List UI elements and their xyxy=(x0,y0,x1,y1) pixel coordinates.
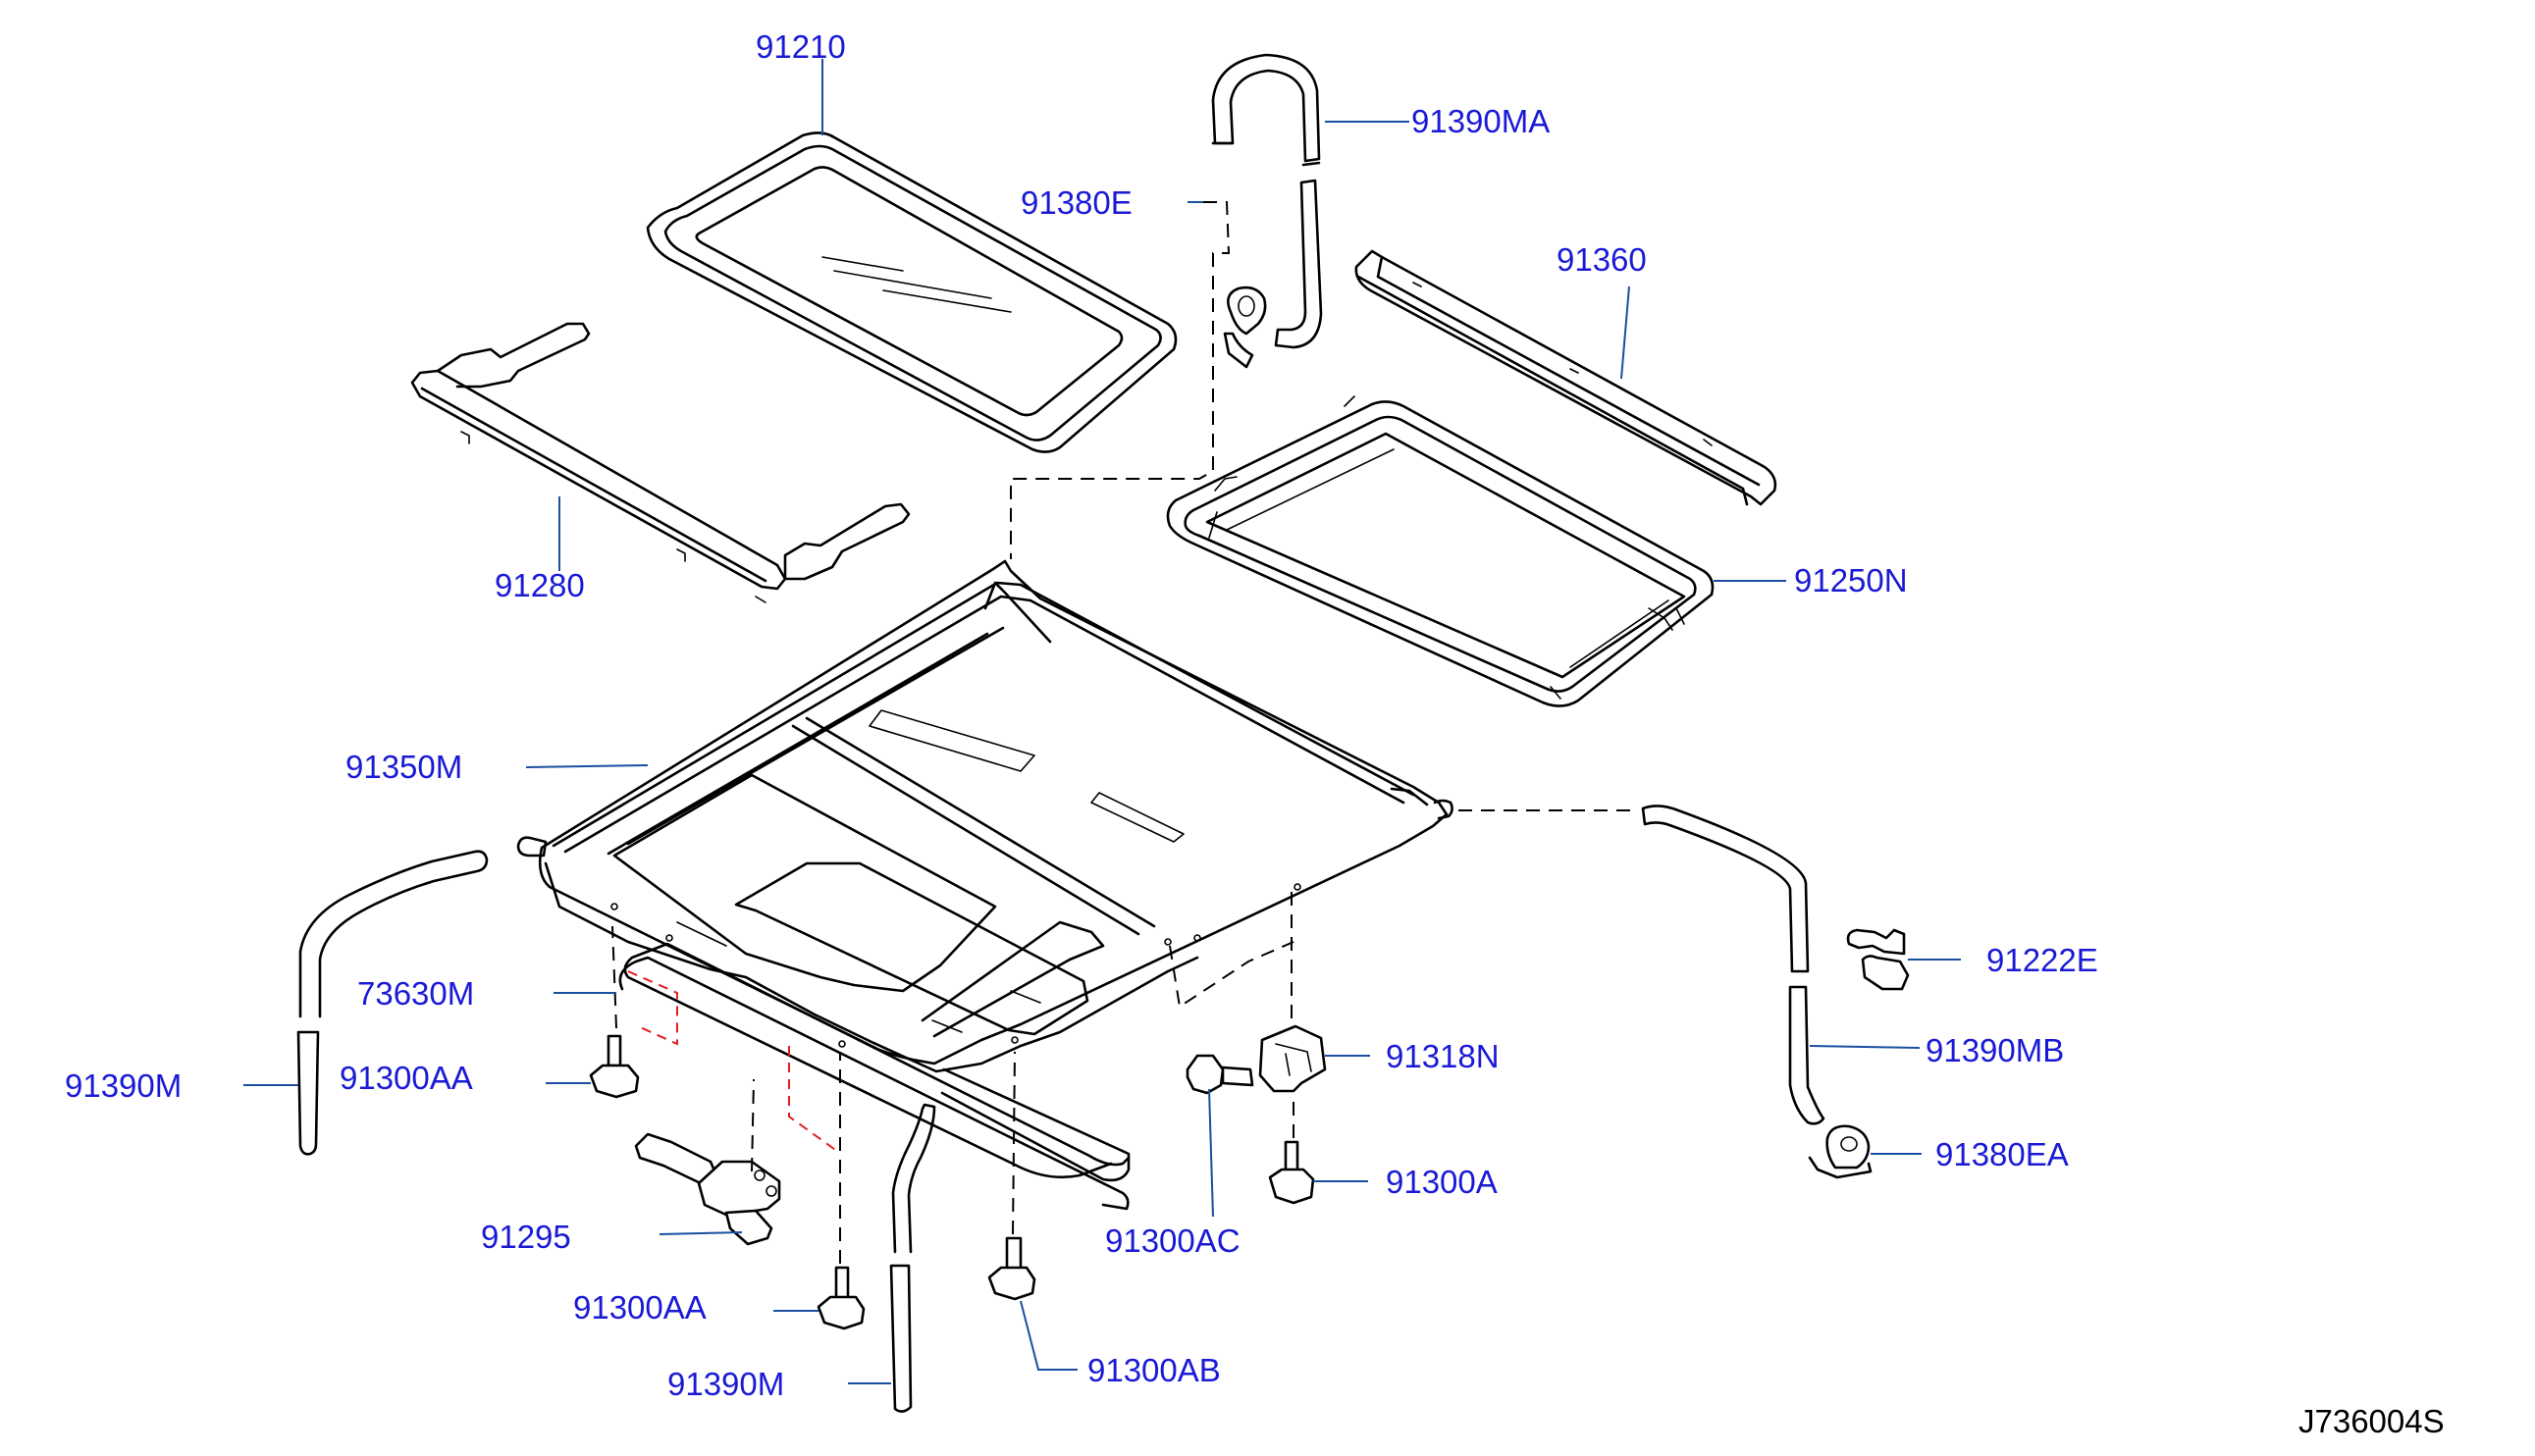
label-91300A: 91300A xyxy=(1386,1164,1498,1200)
part-91250N-inner-frame xyxy=(1166,395,1715,707)
part-91390MB-right-hose xyxy=(1641,805,1825,1125)
part-91222E-clip xyxy=(1846,928,1910,991)
label-91380EA: 91380EA xyxy=(1935,1136,2069,1172)
label-91390M-left: 91390M xyxy=(65,1067,182,1104)
label-91280: 91280 xyxy=(495,567,585,603)
label-91300AA-lower: 91300AA xyxy=(573,1289,707,1326)
label-91350M: 91350M xyxy=(345,749,462,785)
part-number-labels: 91210 91390MA 91380E 91360 91280 91250N … xyxy=(65,28,2445,1439)
part-91390MA-drain-hose xyxy=(1211,53,1323,349)
label-91318N: 91318N xyxy=(1386,1038,1500,1074)
label-91250N: 91250N xyxy=(1794,562,1908,598)
label-91390MB: 91390MB xyxy=(1926,1032,2064,1068)
label-91300AC: 91300AC xyxy=(1105,1222,1241,1259)
part-91390M-lower-hose xyxy=(889,1103,936,1413)
label-91380E: 91380E xyxy=(1021,184,1133,221)
part-91300AB-bolt xyxy=(987,1236,1036,1301)
label-91390M-lower: 91390M xyxy=(667,1366,784,1402)
part-91390M-left-hose xyxy=(296,850,489,1156)
part-91300AA-upper-bolt xyxy=(589,1034,640,1099)
label-91295: 91295 xyxy=(481,1219,571,1255)
part-73630M-bracket xyxy=(618,956,1130,1211)
label-91390MA: 91390MA xyxy=(1411,103,1550,139)
label-91300AB: 91300AB xyxy=(1087,1352,1221,1388)
part-91295-motor xyxy=(634,1132,781,1246)
leader-lines xyxy=(243,59,1961,1384)
label-91210: 91210 xyxy=(756,28,846,65)
part-91300A-bolt xyxy=(1268,1140,1315,1205)
part-91280-sunshade xyxy=(410,322,911,603)
label-91222E: 91222E xyxy=(1986,942,2098,978)
part-91300AA-lower-bolt xyxy=(817,1266,866,1330)
label-73630M: 73630M xyxy=(357,975,474,1012)
part-91360-wind-deflector xyxy=(1354,249,1777,506)
part-91300AC-bolt xyxy=(1186,1054,1254,1095)
label-91300AA-upper: 91300AA xyxy=(340,1060,473,1096)
part-91380E-clip xyxy=(1223,286,1267,369)
assembly-guide-lines xyxy=(611,201,1639,1264)
diagram-code: J736004S xyxy=(2298,1403,2445,1439)
part-91210-glass-lid xyxy=(646,131,1178,453)
label-91360: 91360 xyxy=(1557,241,1647,278)
part-91380EA-clip xyxy=(1808,1124,1873,1179)
part-91350M-main-frame xyxy=(516,559,1453,1182)
part-91318N-bracket xyxy=(1258,1024,1327,1093)
